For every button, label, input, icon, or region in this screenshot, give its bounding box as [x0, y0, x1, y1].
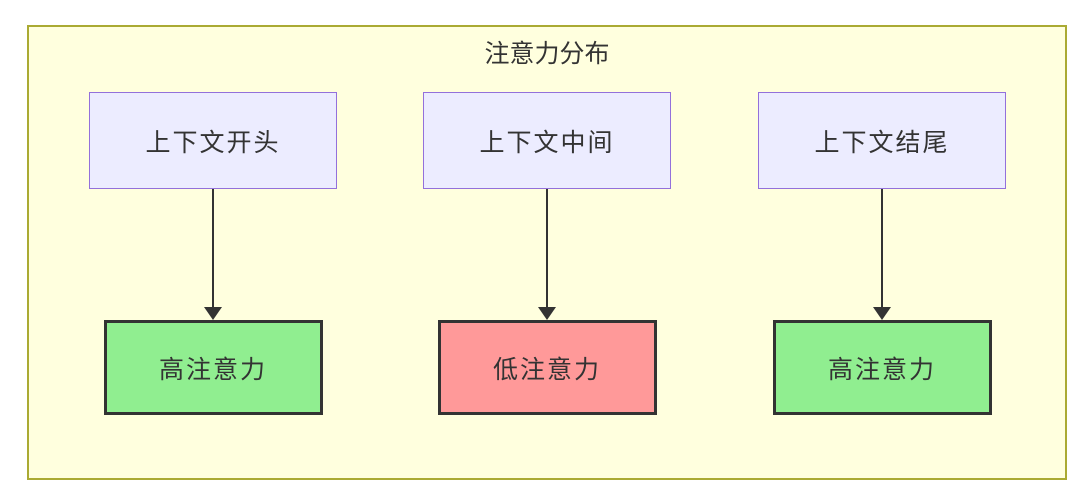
arrow-line	[212, 189, 214, 307]
arrowhead-icon	[538, 307, 556, 320]
attention-node-context-start: 高注意力	[103, 320, 323, 415]
diagram-column-context-middle: 上下文中间 低注意力	[423, 92, 671, 480]
diagram-column-context-start: 上下文开头 高注意力	[89, 92, 337, 480]
arrowhead-icon	[204, 307, 222, 320]
diagram-column-context-end: 上下文结尾 高注意力	[758, 92, 1006, 480]
attention-node-context-end: 高注意力	[772, 320, 992, 415]
context-middle-node: 上下文中间	[423, 92, 671, 189]
arrow-line	[881, 189, 883, 307]
arrow-context-middle	[538, 189, 556, 320]
diagram-canvas: 注意力分布 上下文开头 高注意力 上下文中间 低注意力 上下文结尾 高注意力	[27, 25, 1067, 480]
context-end-node: 上下文结尾	[758, 92, 1006, 189]
arrow-context-end	[873, 189, 891, 320]
arrowhead-icon	[873, 307, 891, 320]
arrow-context-start	[204, 189, 222, 320]
attention-node-context-middle: 低注意力	[437, 320, 657, 415]
arrow-line	[546, 189, 548, 307]
context-start-node: 上下文开头	[89, 92, 337, 189]
diagram-title: 注意力分布	[484, 40, 610, 68]
